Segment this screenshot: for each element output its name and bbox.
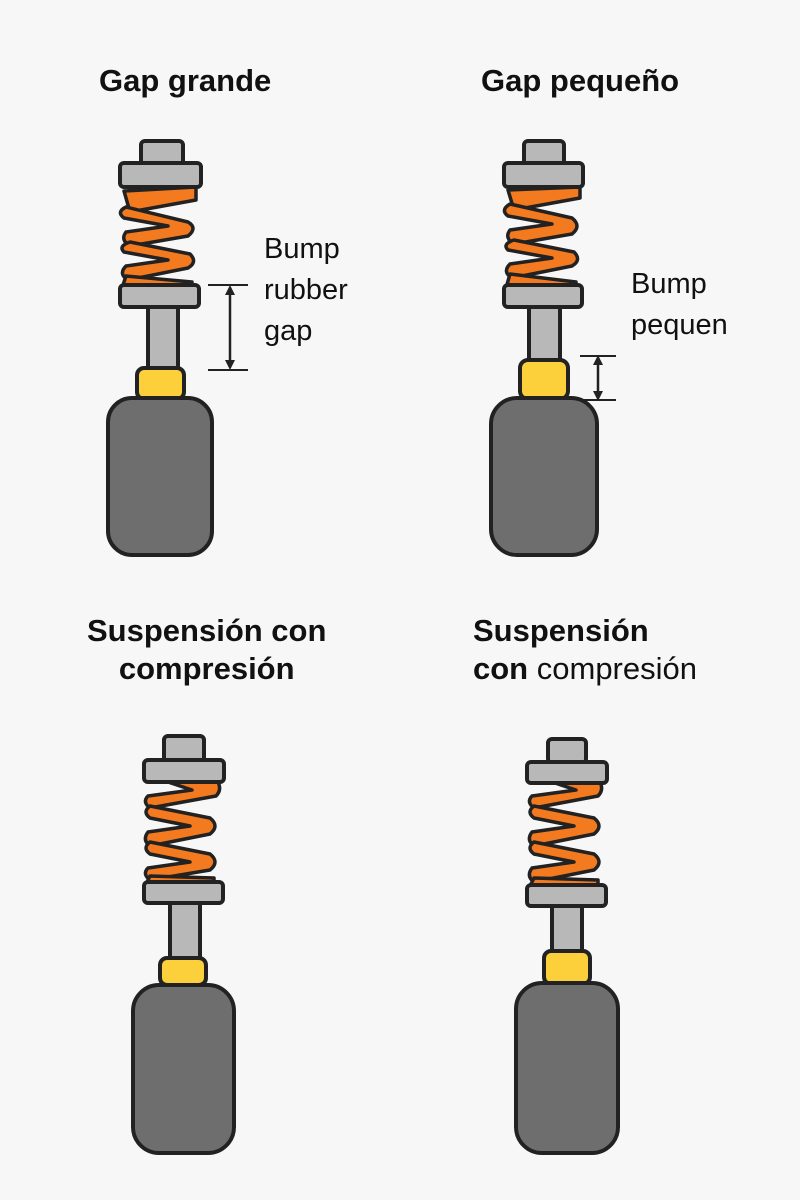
panel-title-gap-grande: Gap grande xyxy=(99,63,272,98)
bump-rubber xyxy=(542,949,592,986)
gap-dimension-small xyxy=(580,355,616,401)
top-spring-plate xyxy=(502,161,585,189)
top-spring-plate xyxy=(142,758,226,784)
bottom-spring-plate xyxy=(525,883,608,908)
panel-title-compressed-left: Suspensión con compresión xyxy=(87,612,326,688)
bump-rubber xyxy=(135,366,186,401)
coil-spring xyxy=(143,780,222,886)
label-line: Bump xyxy=(264,233,340,265)
shock-absorber-compressed-right xyxy=(514,737,620,1155)
gap-label-small: Bump pequen xyxy=(631,264,728,346)
label-line: rubber xyxy=(264,274,348,306)
coil-spring xyxy=(118,185,198,290)
label-line: Bump xyxy=(631,268,707,300)
top-spring-plate xyxy=(525,760,609,785)
title-line-1: Suspensión xyxy=(473,613,649,648)
bottom-spring-plate xyxy=(118,283,201,309)
gap-label-large: Bump rubber gap xyxy=(264,229,348,352)
shock-absorber-gap-grande xyxy=(106,139,214,557)
bottom-spring-plate xyxy=(502,283,584,309)
label-line: gap xyxy=(264,315,313,347)
shock-absorber-gap-pequeno xyxy=(489,139,599,557)
damper-body xyxy=(514,981,620,1155)
piston-rod xyxy=(146,305,180,372)
top-spring-plate xyxy=(118,161,203,189)
gap-dimension-large xyxy=(208,284,248,371)
bump-rubber xyxy=(518,358,570,401)
title-line-1: Suspensión con xyxy=(87,613,327,648)
panel-title-gap-pequeno: Gap pequeño xyxy=(481,63,680,98)
damper-body xyxy=(106,396,214,557)
coil-spring xyxy=(502,185,582,290)
coil-spring xyxy=(527,780,604,888)
title-line-2: compresión xyxy=(118,651,295,686)
shock-absorber-compressed-left xyxy=(131,734,236,1155)
label-line: pequen xyxy=(631,309,728,341)
bottom-spring-plate xyxy=(142,880,225,905)
bump-rubber xyxy=(158,956,208,987)
piston-rod xyxy=(168,901,202,962)
panel-title-compressed-right: Suspensión con compresión xyxy=(473,612,697,688)
title-line-2-bold: con xyxy=(473,651,529,686)
damper-body xyxy=(131,983,236,1155)
top-mount xyxy=(546,737,588,765)
piston-rod xyxy=(527,305,562,364)
title-line-2-light: compresión xyxy=(536,651,697,686)
piston-rod xyxy=(550,904,584,955)
damper-body xyxy=(489,396,599,557)
